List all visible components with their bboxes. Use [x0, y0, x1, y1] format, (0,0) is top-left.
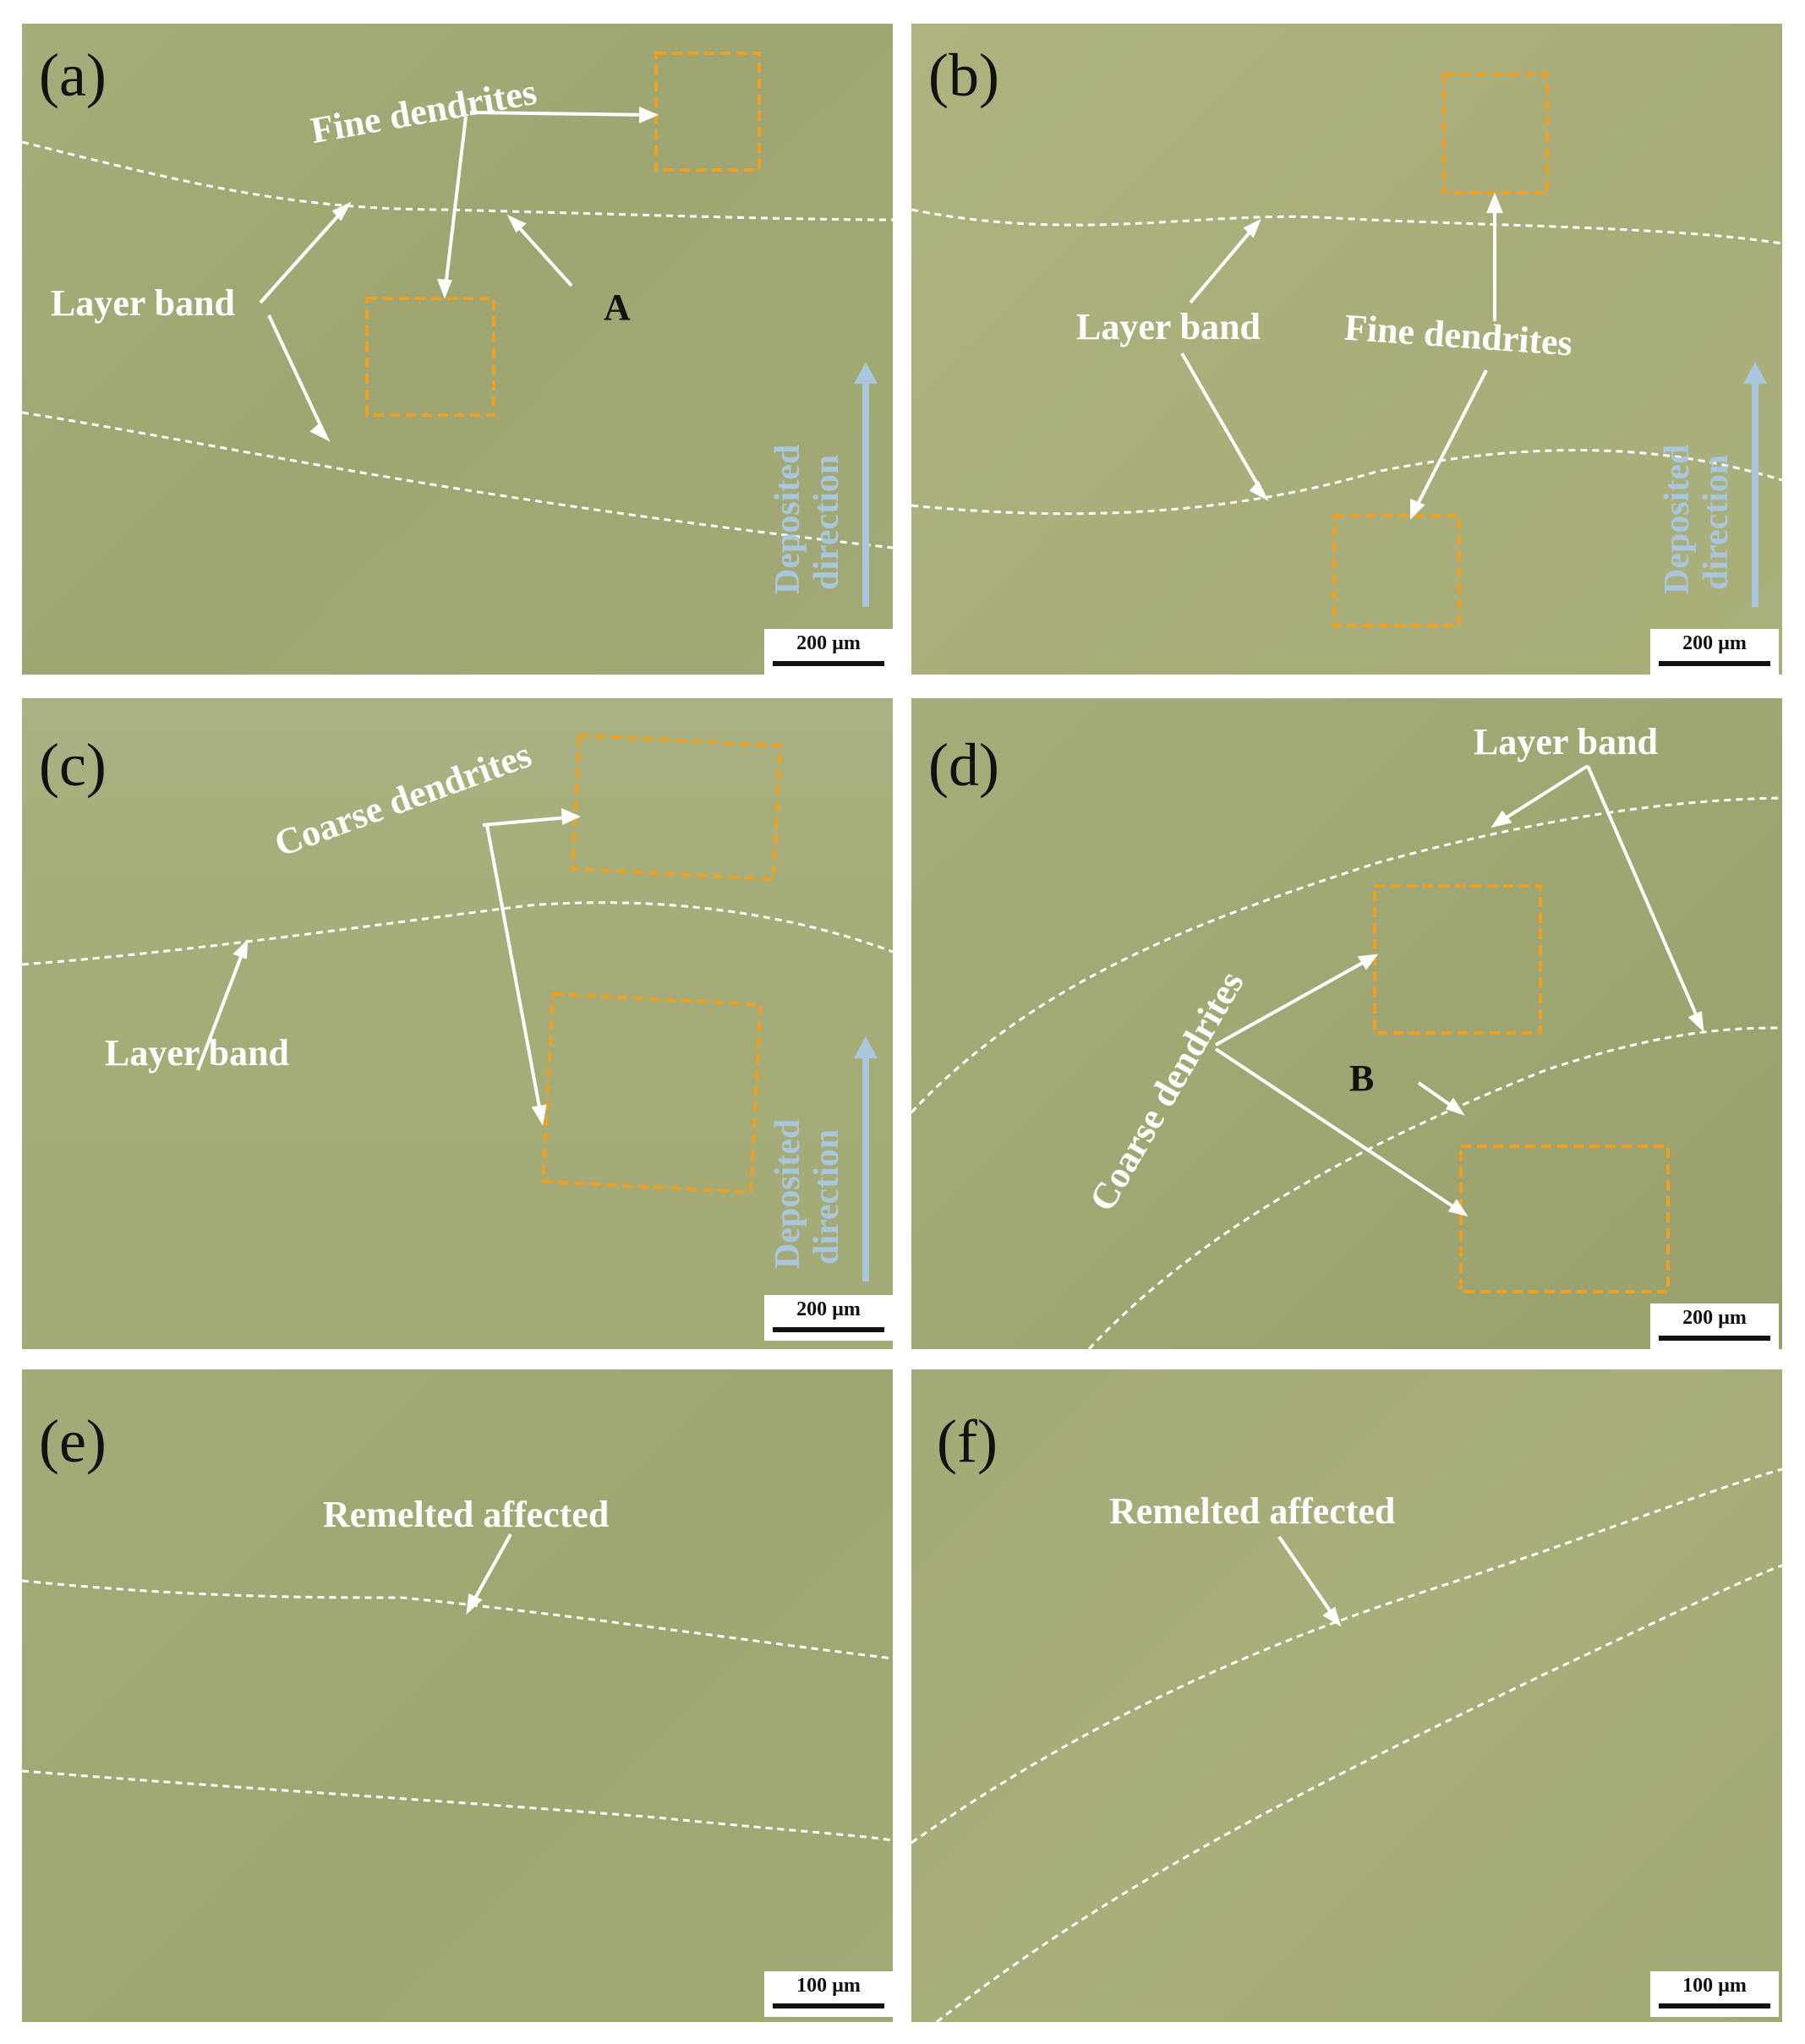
panel-f-overlay — [911, 1467, 1782, 2022]
panel-a-overlay — [22, 52, 893, 549]
scale-bar: 200 µm — [1650, 629, 1779, 675]
scale-bar: 100 µm — [764, 1971, 893, 2017]
panel-d-label: (d) — [928, 731, 999, 799]
scale-bar-line — [1659, 2003, 1770, 2008]
scale-bar-line — [1659, 661, 1770, 666]
layer-band-label: Layer band — [1076, 306, 1261, 347]
remelted-boundary-upper — [22, 1579, 893, 1660]
fine-dendrites-box-2 — [1332, 514, 1461, 627]
coarse-dendrites-box-1 — [570, 733, 783, 882]
scale-bar-text: 100 µm — [796, 1975, 861, 1997]
scale-bar-line — [773, 661, 884, 666]
remelted-boundary-upper — [911, 1467, 1782, 1845]
layer-band-boundary-upper — [911, 208, 1782, 245]
panel-c-micrograph: (c) Coarse dendrites Layer band Deposite… — [22, 698, 893, 1349]
panel-f-label: (f) — [937, 1407, 998, 1475]
marker-a: A — [604, 287, 631, 328]
fine-dendrites-box-1 — [1442, 73, 1549, 194]
layer-band-boundary — [22, 901, 893, 966]
scale-bar-text: 200 µm — [1682, 632, 1747, 654]
coarse-dendrites-box-2 — [541, 992, 763, 1194]
panel-e-overlay — [22, 1533, 893, 1842]
layer-band-boundary-lower — [911, 449, 1782, 516]
panel-b-overlay — [911, 73, 1782, 627]
remelted-affected-label: Remelted affected — [323, 1494, 610, 1535]
scale-bar-line — [773, 2003, 884, 2008]
scale-bar: 200 µm — [764, 629, 893, 675]
panel-d-overlay — [911, 764, 1782, 1349]
panel-b-micrograph: (b) Layer band Fine dendrites Deposited … — [911, 24, 1782, 675]
scale-bar: 200 µm — [1650, 1303, 1779, 1349]
scale-bar-text: 200 µm — [796, 1298, 861, 1320]
layer-band-label: Layer band — [105, 1032, 290, 1074]
scale-bar-text: 100 µm — [1682, 1975, 1747, 1997]
layer-band-label: Layer band — [1474, 721, 1659, 762]
remelted-affected-label: Remelted affected — [1109, 1490, 1396, 1532]
remelted-boundary-lower — [22, 1769, 893, 1842]
deposited-direction-indicator: Deposited direction — [1655, 362, 1774, 607]
panel-f-micrograph: (f) Remelted affected 100 µm — [911, 1369, 1782, 2022]
panel-e-micrograph: (e) Remelted affected 100 µm — [22, 1369, 893, 2022]
fine-dendrites-box-2 — [365, 297, 495, 417]
marker-b: B — [1349, 1058, 1375, 1099]
deposited-direction-indicator: Deposited direction — [766, 1036, 884, 1282]
scale-bar-text: 200 µm — [796, 632, 861, 654]
layer-band-boundary-lower — [22, 411, 893, 549]
panel-d-micrograph: (d) Layer band Coarse dendrites B 200 µm — [911, 698, 1782, 1349]
layer-band-boundary-upper — [911, 796, 1782, 1114]
panel-c-overlay — [22, 733, 893, 1194]
remelted-boundary-lower — [936, 1564, 1782, 2022]
layer-band-boundary-lower — [1087, 1026, 1782, 1349]
scale-bar-text: 200 µm — [1682, 1307, 1747, 1329]
deposited-arrow-icon — [854, 1036, 878, 1282]
panel-a-label: (a) — [39, 41, 107, 109]
fine-dendrites-box-1 — [654, 52, 761, 172]
panel-b-label: (b) — [928, 41, 999, 109]
panel-a-micrograph: (a) Fine dendrites Layer band A Deposite… — [22, 24, 893, 675]
deposited-arrow-icon — [854, 362, 878, 607]
deposited-arrow-icon — [1743, 362, 1767, 607]
panel-e-label: (e) — [39, 1407, 107, 1475]
scale-bar: 100 µm — [1650, 1971, 1779, 2017]
scale-bar-line — [1659, 1336, 1770, 1341]
scale-bar: 200 µm — [764, 1295, 893, 1341]
coarse-dendrites-box-2 — [1459, 1145, 1670, 1293]
deposited-direction-indicator: Deposited direction — [766, 362, 884, 607]
panel-c-label: (c) — [39, 731, 107, 799]
layer-band-label: Layer band — [51, 282, 236, 324]
scale-bar-line — [773, 1327, 884, 1332]
layer-band-boundary-upper — [22, 140, 893, 221]
coarse-dendrites-box-1 — [1373, 884, 1542, 1035]
